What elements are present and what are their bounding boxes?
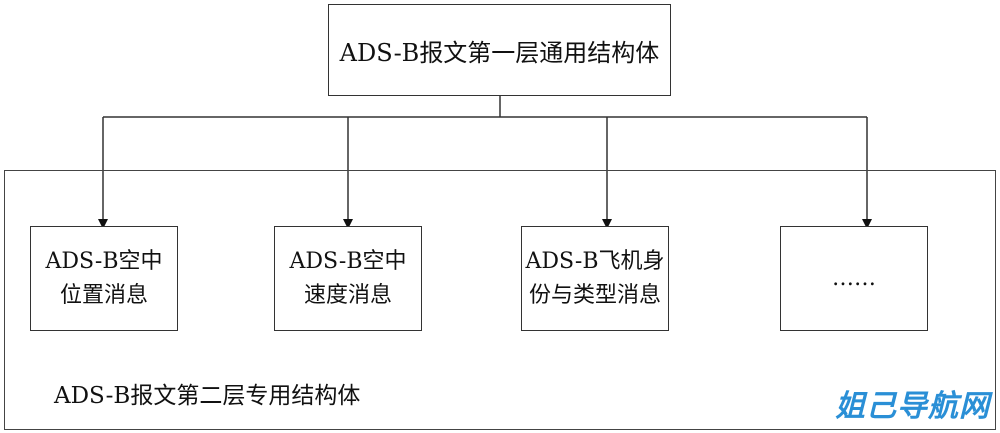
child-box-ellipsis: …… xyxy=(780,226,928,331)
child-2-line-2: 速度消息 xyxy=(303,282,392,308)
first-layer-box: ADS-B报文第一层通用结构体 xyxy=(328,4,671,96)
child-4-line-1: …… xyxy=(832,265,876,291)
child-3-line-1: ADS-B飞机身 xyxy=(525,248,665,274)
second-layer-container xyxy=(4,170,996,430)
child-2-line-1: ADS-B空中 xyxy=(289,248,407,274)
child-1-line-2: 位置消息 xyxy=(59,282,148,308)
first-layer-label: ADS-B报文第一层通用结构体 xyxy=(339,38,660,67)
child-box-velocity-message: ADS-B空中 速度消息 xyxy=(274,226,422,331)
child-1-line-1: ADS-B空中 xyxy=(45,248,163,274)
second-layer-label: ADS-B报文第二层专用结构体 xyxy=(54,383,361,409)
child-3-line-2: 份与类型消息 xyxy=(528,282,661,308)
site-watermark: 姐己导航网 xyxy=(835,389,990,424)
child-box-position-message: ADS-B空中 位置消息 xyxy=(30,226,178,331)
child-box-identification-message: ADS-B飞机身 份与类型消息 xyxy=(521,226,669,331)
